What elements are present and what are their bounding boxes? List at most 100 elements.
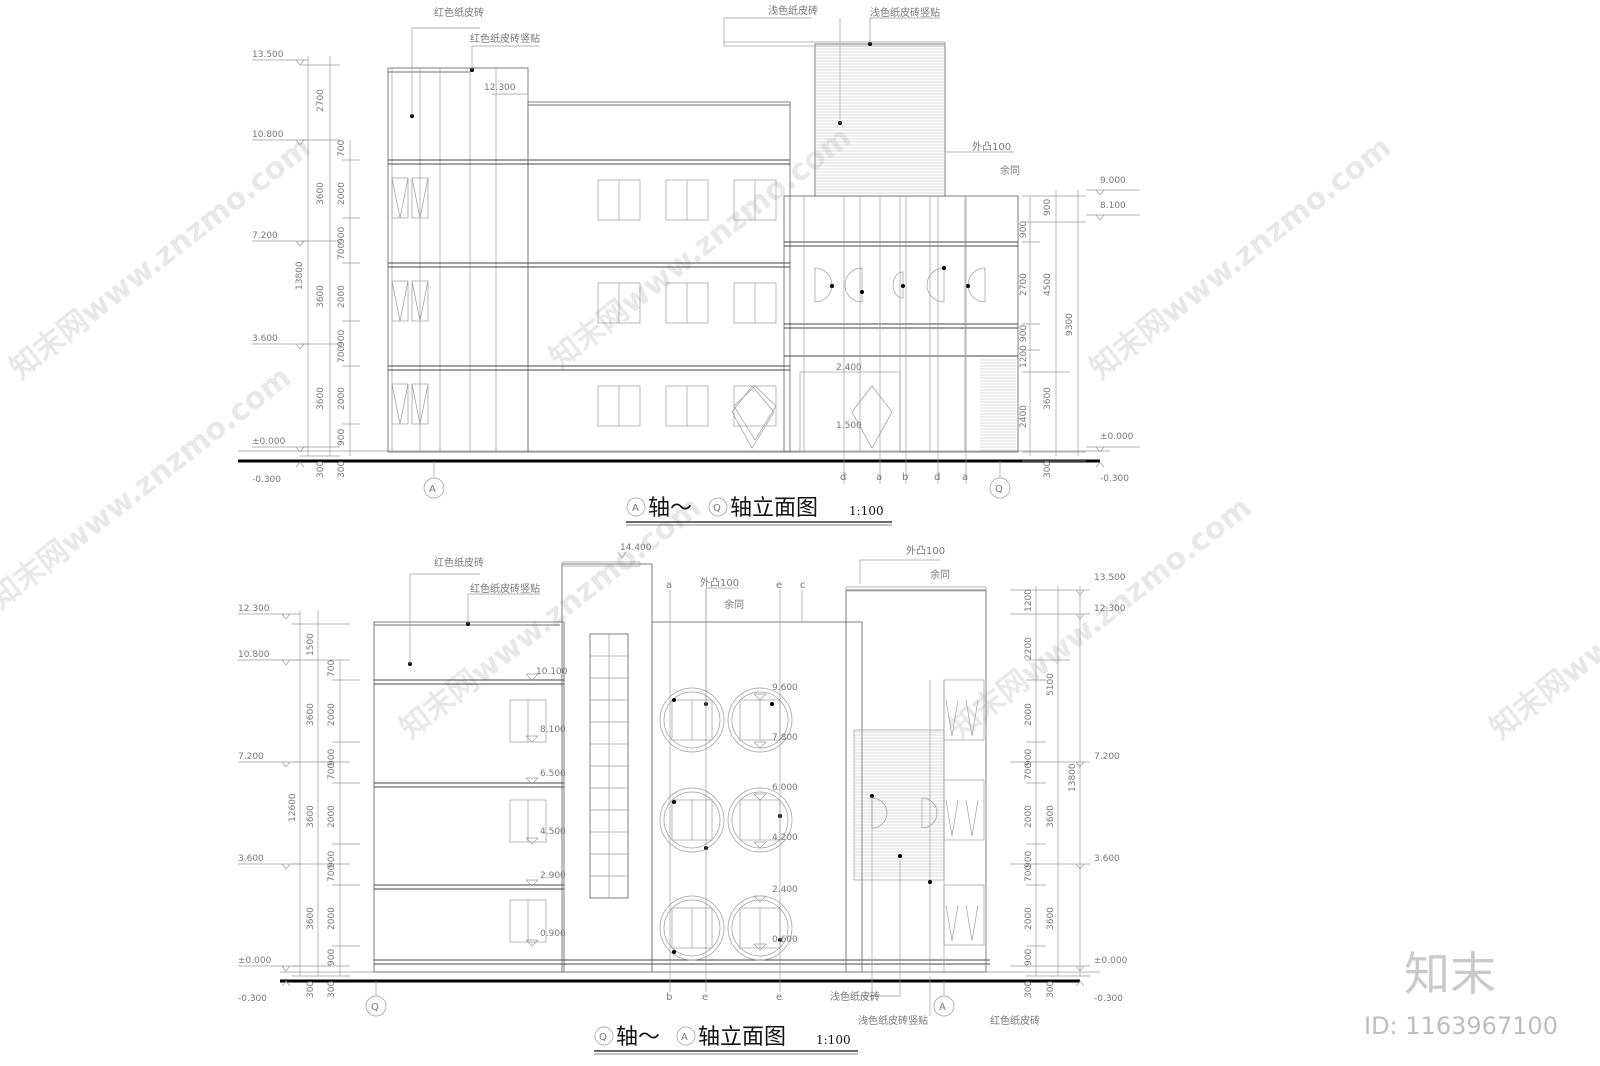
dimension-text: 300 — [337, 461, 347, 478]
dimension-text: 3600 — [316, 387, 326, 410]
dimension-text: 13800 — [1068, 763, 1078, 792]
detail-mark: b — [902, 472, 908, 483]
material-label: 浅色纸皮砖 — [830, 990, 880, 1003]
dimension-text: 2000 — [337, 182, 347, 205]
dimension-text: 300 — [316, 461, 326, 478]
dimension-text: 300 — [327, 981, 337, 998]
drawing-title-end: 轴立面图 — [730, 496, 818, 521]
dimension-text: 3600 — [306, 805, 316, 828]
main-block-outline — [527, 101, 791, 453]
elevation-mark: 14.400 — [620, 543, 652, 553]
title-axis-end: A — [681, 1032, 688, 1043]
axis-bubble — [423, 477, 445, 499]
drawing-title: 轴～ — [648, 496, 692, 521]
elevation-mark: -0.300 — [252, 475, 281, 485]
dimension-text: 700 — [327, 763, 337, 780]
elevation-mark: 3.600 — [252, 334, 278, 344]
dimension-text: 700 — [337, 140, 347, 157]
dimension-text: 700 — [337, 243, 347, 260]
elevation-mark: 13.500 — [252, 50, 284, 60]
dimension-text: 900 — [337, 429, 347, 446]
elevation-mark: 6.500 — [540, 769, 566, 779]
material-label: 外凸100 — [700, 577, 739, 589]
elevation-mark: 0.900 — [540, 929, 566, 939]
elevation-mark: 2.400 — [836, 363, 862, 373]
watermark-text: 知末网www.znzmo.com — [1483, 490, 1600, 747]
left-block-outline — [373, 621, 565, 973]
dimension-text: 700 — [327, 865, 337, 882]
dimension-text: 900 — [337, 330, 347, 347]
material-label: 外凸100 — [906, 545, 945, 557]
dimension-text: 900 — [1024, 749, 1034, 766]
dimension-text: 3600 — [306, 703, 316, 726]
dimension-text: 3600 — [1043, 387, 1053, 410]
dimension-text: 1200 — [1019, 345, 1029, 368]
detail-mark: d — [934, 472, 940, 483]
dimension-text: 4500 — [1043, 273, 1053, 296]
axis-label: A — [429, 484, 436, 495]
detail-mark: e — [776, 992, 782, 1003]
material-label: 余同 — [930, 568, 950, 581]
material-label: 红色纸皮砖 — [990, 1014, 1040, 1027]
watermark-text: 知末网www.znzmo.com — [3, 130, 318, 387]
detail-mark: a — [876, 472, 882, 483]
dimension-text: 3600 — [1046, 907, 1056, 930]
dimension-text: 2700 — [316, 89, 326, 112]
dimension-text: 1500 — [306, 633, 316, 656]
tall-tower-outline — [561, 563, 653, 973]
dimension-text: 2000 — [327, 703, 337, 726]
dimension-text: 700 — [1024, 865, 1034, 882]
material-label: 红色纸皮砖 — [434, 556, 484, 569]
bottom-elevation: 红色纸皮砖 红色纸皮砖竖贴 外凸100 余同 外凸100 余同 浅色纸皮砖 浅色… — [238, 543, 1128, 1055]
dimension-text: 900 — [327, 749, 337, 766]
dimension-text: 2000 — [327, 805, 337, 828]
detail-mark: e — [776, 580, 782, 591]
dimension-text: 12600 — [288, 793, 298, 822]
material-label: 余同 — [724, 598, 744, 611]
dimension-text: 700 — [327, 660, 337, 677]
elevation-mark: 8.100 — [1100, 201, 1126, 211]
dimension-text: 300 — [1046, 981, 1056, 998]
elevation-mark: 0.600 — [772, 935, 798, 945]
dimension-text: 300 — [306, 981, 316, 998]
round-window-wall — [651, 621, 863, 973]
elevation-mark: 6.000 — [772, 783, 798, 793]
dimension-text: 700 — [1024, 763, 1034, 780]
elevation-mark: 10.100 — [536, 667, 568, 677]
watermark-text: 知末网www.znzmo.com — [543, 120, 858, 377]
elevation-mark: 3.600 — [1094, 854, 1120, 864]
detail-mark: e — [702, 992, 708, 1003]
elevation-mark: 10.800 — [252, 130, 284, 140]
title-axis-start: A — [632, 503, 639, 514]
axis-bubble — [365, 995, 387, 1017]
axis-bubble — [989, 477, 1011, 499]
elevation-mark: 9.600 — [772, 683, 798, 693]
elevation-mark: -0.300 — [1100, 474, 1129, 484]
elevation-mark: 7.800 — [772, 733, 798, 743]
elevation-mark: ±0.000 — [238, 956, 272, 966]
elevation-mark: 7.200 — [238, 752, 264, 762]
round-window — [659, 895, 725, 961]
title-axis-start: Q — [599, 1032, 607, 1043]
elevation-mark: 9.000 — [1100, 176, 1126, 186]
elevation-mark: 13.500 — [1094, 573, 1126, 583]
dimension-text: 900 — [1043, 199, 1053, 216]
elevation-mark: 12.300 — [1094, 604, 1126, 614]
dimension-text: 3600 — [316, 182, 326, 205]
axis-label: Q — [371, 1002, 379, 1013]
detail-mark: a — [962, 472, 968, 483]
round-window — [727, 687, 793, 753]
material-label: 红色纸皮砖竖贴 — [470, 582, 540, 595]
round-window — [727, 787, 793, 853]
axis-bubble — [933, 995, 955, 1017]
elevation-mark: -0.300 — [1094, 994, 1123, 1004]
dimension-text: 3600 — [316, 285, 326, 308]
dimension-text: 900 — [1024, 851, 1034, 868]
elevation-mark: 12.300 — [484, 83, 516, 93]
elevation-mark: 3.600 — [238, 854, 264, 864]
dimension-text: 900 — [327, 949, 337, 966]
dimension-text: 2000 — [337, 285, 347, 308]
elevation-mark: 4.200 — [772, 833, 798, 843]
right-wing-outline — [845, 589, 987, 973]
dimension-text: 700 — [337, 346, 347, 363]
